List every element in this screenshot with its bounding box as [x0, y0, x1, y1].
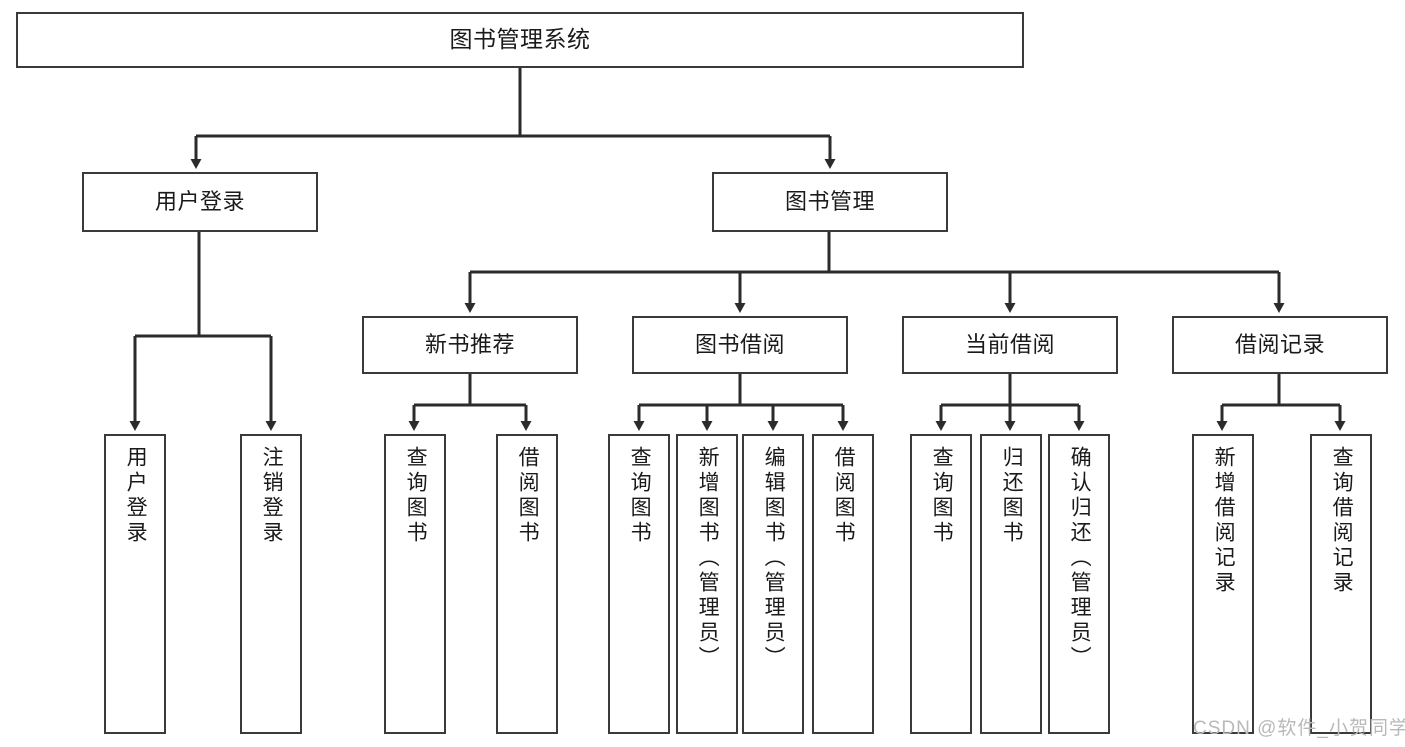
node-label: 归还图书	[1000, 446, 1024, 546]
node-current-borrow[interactable]: 当前借阅	[902, 316, 1118, 374]
leaf-return-book[interactable]: 归还图书	[980, 434, 1042, 734]
leaf-add-borrow-record[interactable]: 新增借阅记录	[1192, 434, 1254, 734]
leaf-add-book-admin[interactable]: 新增图书（管理员）	[676, 434, 738, 734]
node-label: 新书推荐	[424, 331, 515, 357]
node-label: 确认归还（管理员）	[1068, 446, 1092, 671]
leaf-query-book[interactable]: 查询图书	[608, 434, 670, 734]
leaf-user-login[interactable]: 用户登录	[104, 434, 166, 734]
node-label: 编辑图书（管理员）	[762, 446, 786, 671]
leaf-query-book-current[interactable]: 查询图书	[910, 434, 972, 734]
node-label: 查询图书	[628, 446, 652, 546]
node-label: 查询图书	[930, 446, 954, 546]
node-label: 用户登录	[154, 188, 245, 214]
leaf-query-borrow-record[interactable]: 查询借阅记录	[1310, 434, 1372, 734]
csdn-watermark: CSDN @软件_小贺同学	[1193, 718, 1405, 739]
node-label: 借阅记录	[1234, 331, 1325, 357]
node-label: 用户登录	[124, 446, 148, 546]
node-root-system[interactable]: 图书管理系统	[16, 12, 1024, 68]
leaf-borrow-book[interactable]: 借阅图书	[812, 434, 874, 734]
node-book-borrow[interactable]: 图书借阅	[632, 316, 848, 374]
node-label: 查询借阅记录	[1330, 446, 1354, 596]
node-label: 图书借阅	[694, 331, 785, 357]
node-borrow-record[interactable]: 借阅记录	[1172, 316, 1388, 374]
node-label: 借阅图书	[832, 446, 856, 546]
leaf-confirm-return-admin[interactable]: 确认归还（管理员）	[1048, 434, 1110, 734]
node-label: 借阅图书	[516, 446, 540, 546]
node-label: 注销登录	[260, 446, 284, 546]
node-label: 查询图书	[404, 446, 428, 546]
node-label: 图书管理系统	[449, 26, 591, 53]
node-label: 新增借阅记录	[1212, 446, 1236, 596]
leaf-edit-book-admin[interactable]: 编辑图书（管理员）	[742, 434, 804, 734]
node-user-login[interactable]: 用户登录	[82, 172, 318, 232]
node-book-management[interactable]: 图书管理	[712, 172, 948, 232]
node-new-book-recommend[interactable]: 新书推荐	[362, 316, 578, 374]
leaf-logout[interactable]: 注销登录	[240, 434, 302, 734]
node-label: 新增图书（管理员）	[696, 446, 720, 671]
node-label: 图书管理	[784, 188, 875, 214]
leaf-borrow-book-recommend[interactable]: 借阅图书	[496, 434, 558, 734]
node-label: 当前借阅	[964, 331, 1055, 357]
leaf-query-book-recommend[interactable]: 查询图书	[384, 434, 446, 734]
